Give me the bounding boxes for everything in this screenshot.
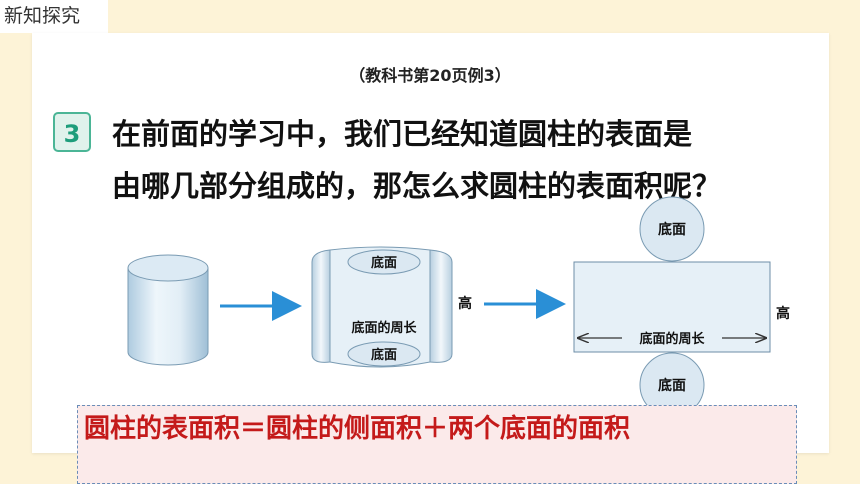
solid-cylinder <box>127 254 209 366</box>
unrolling-cylinder: 底面 底面的周长 底面 高 <box>311 246 472 368</box>
height-label-cylinder: 高 <box>458 295 472 312</box>
height-label-net: 高 <box>776 305 790 322</box>
base-label-bottom-cylinder: 底面 <box>371 347 397 363</box>
section-tag: 新知探究 <box>0 0 108 33</box>
question-text: 在前面的学习中，我们已经知道圆柱的表面是 由哪几部分组成的，那怎么求圆柱的表面积… <box>112 108 832 212</box>
example-number-badge: 3 <box>53 112 91 152</box>
question-line-1: 在前面的学习中，我们已经知道圆柱的表面是 <box>112 117 693 151</box>
base-label-net-top: 底面 <box>658 221 686 238</box>
textbook-reference: （教科书第20页例3） <box>349 66 511 85</box>
surface-area-formula: 圆柱的表面积＝圆柱的侧面积＋两个底面的面积 <box>84 414 631 444</box>
question-line-2: 由哪几部分组成的，那怎么求圆柱的表面积呢？ <box>112 169 722 203</box>
perimeter-label-net: 底面的周长 <box>639 331 705 347</box>
perimeter-label-cylinder: 底面的周长 <box>351 320 417 336</box>
base-label-net-bottom: 底面 <box>658 377 686 394</box>
cylinder-net: 底面 底面 底面的周长 高 <box>573 196 790 418</box>
base-label-top-cylinder: 底面 <box>371 255 397 271</box>
